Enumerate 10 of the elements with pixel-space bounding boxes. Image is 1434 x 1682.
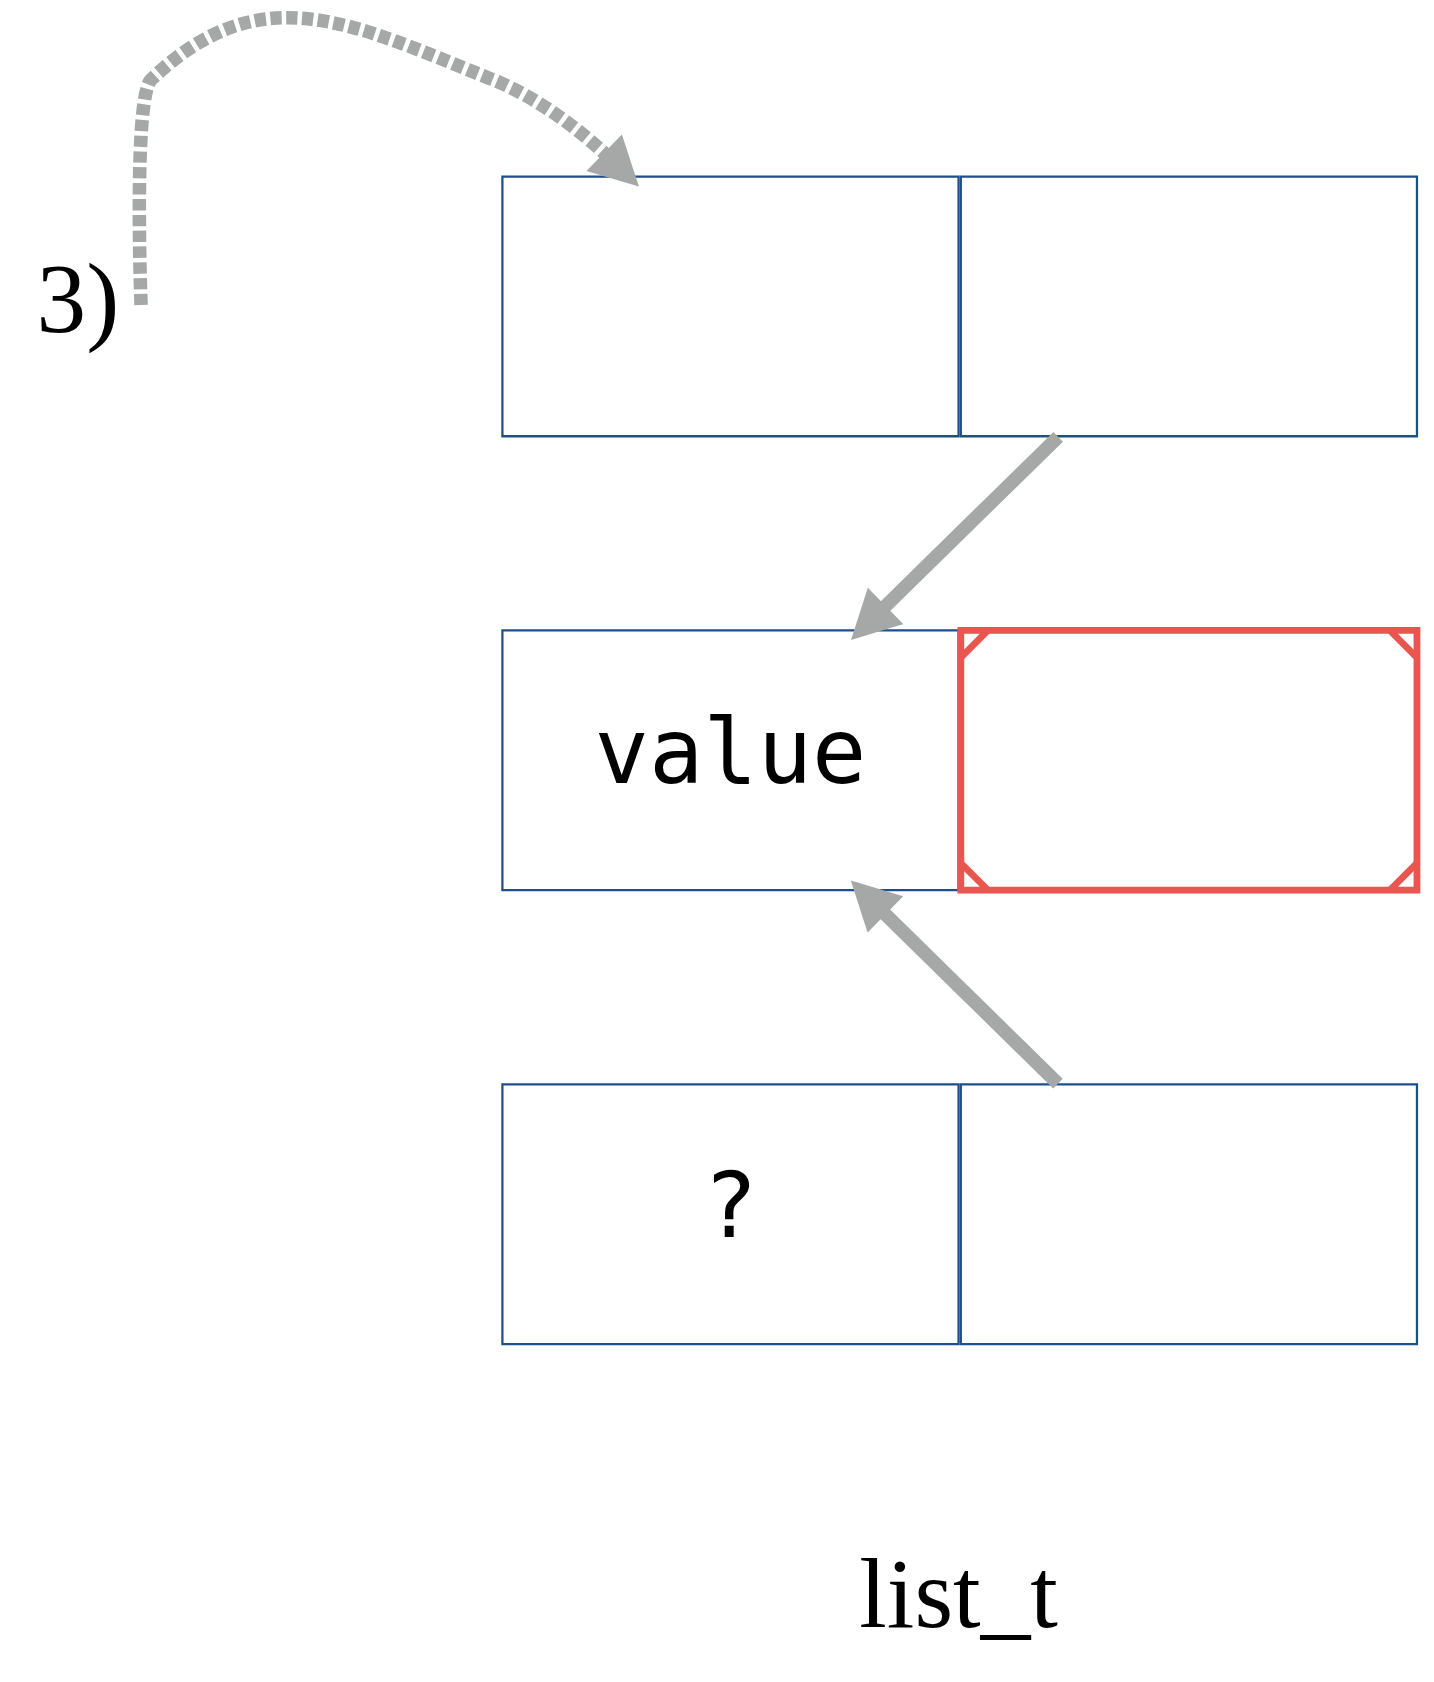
node-box [959, 1083, 1418, 1346]
label: 3) [35, 242, 119, 353]
node-box [500, 175, 960, 438]
node-box: value [500, 629, 960, 892]
arrow [850, 432, 1063, 640]
arrow [850, 880, 1063, 1089]
arrow [132, 11, 639, 306]
node-box: ? [500, 1083, 960, 1346]
label: list_t [858, 1537, 1058, 1648]
node-box [959, 175, 1418, 438]
